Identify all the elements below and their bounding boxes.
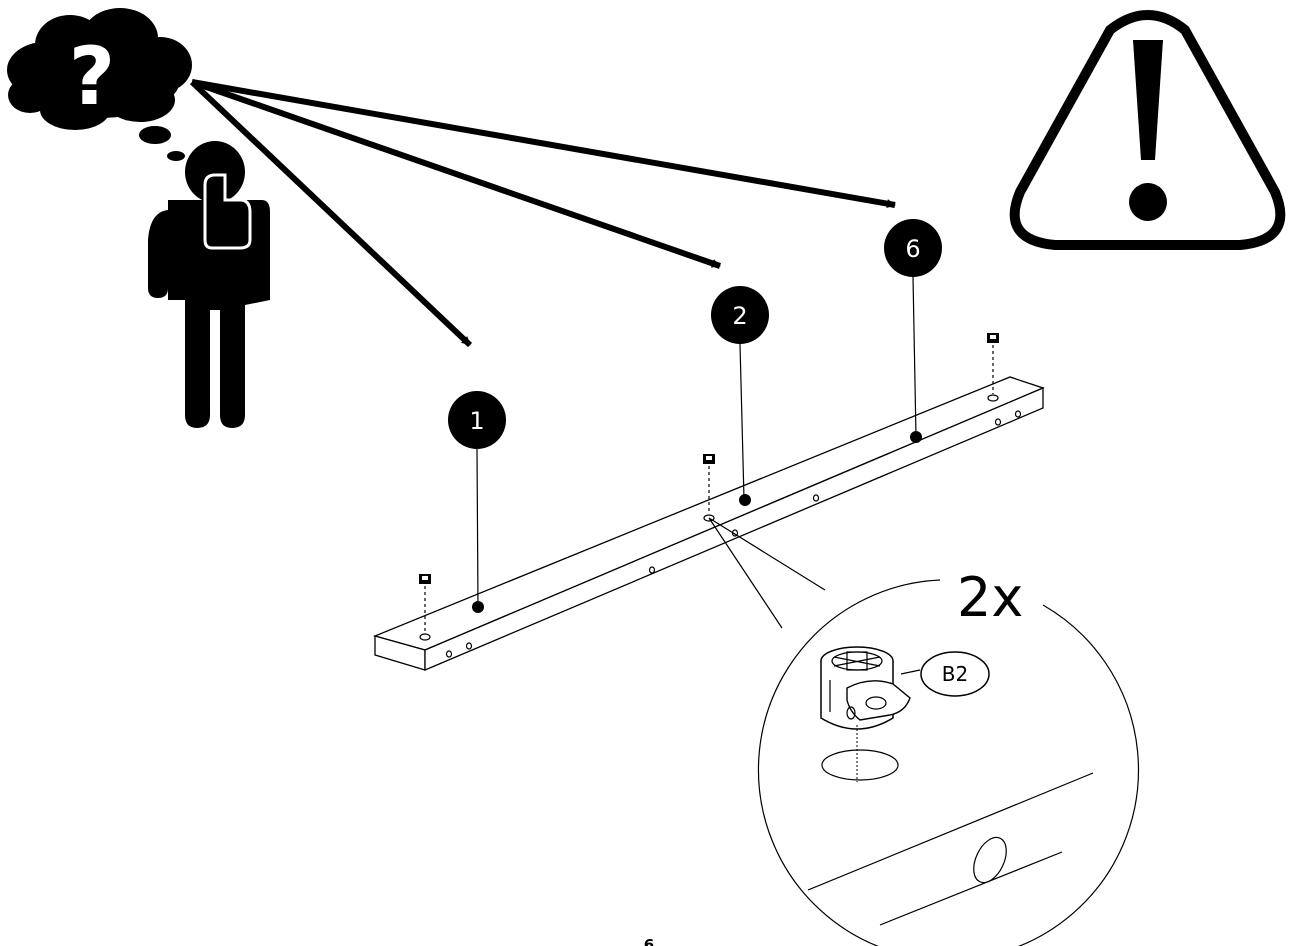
arrow-to-callout-6: [191, 79, 896, 209]
hole: [987, 394, 999, 402]
hole: [994, 418, 1002, 426]
thought-cloud-icon: ?: [7, 8, 192, 130]
callout-6-label: 6: [905, 235, 920, 263]
confused-person-icon: ?: [7, 8, 270, 428]
thought-bubble-dot: [139, 126, 171, 144]
detail-circle: [757, 579, 1139, 946]
exclamation-dot: [1129, 183, 1167, 221]
page-number: 6: [644, 936, 654, 946]
cam-lock-icon: [820, 646, 911, 730]
callout-6: 6: [884, 219, 942, 443]
callout-1: 1: [448, 391, 506, 613]
arrow-to-callout-2: [191, 79, 721, 269]
hole: [812, 494, 820, 502]
hole: [648, 566, 656, 574]
quantity-label: 2x: [957, 566, 1023, 629]
thought-bubble-dot: [167, 151, 185, 161]
hole: [445, 650, 453, 658]
hole: [419, 633, 431, 641]
callout-1-label: 1: [469, 407, 484, 435]
part-code-label: B2: [942, 662, 968, 686]
hole: [973, 836, 1007, 884]
board-panel: [372, 376, 1045, 671]
pointer-arrows: [189, 79, 896, 348]
hole: [1014, 410, 1022, 418]
arrow-to-callout-1: [189, 79, 473, 348]
drill-hole: [821, 749, 899, 781]
cam-fitting-icon: [419, 574, 431, 632]
hole: [703, 514, 715, 522]
hole: [465, 642, 473, 650]
cam-fittings: [419, 333, 999, 632]
callout-2-label: 2: [732, 302, 747, 330]
warning-icon: [1009, 10, 1286, 250]
detail-view: 2x B2: [708, 517, 1139, 946]
exclamation-bar: [1133, 40, 1163, 160]
cam-fitting-icon: [987, 333, 999, 394]
callout-2: 2: [711, 286, 769, 506]
question-mark: ?: [69, 30, 115, 123]
part-code-bubble: [920, 651, 990, 697]
cam-fitting-icon: [703, 454, 715, 514]
